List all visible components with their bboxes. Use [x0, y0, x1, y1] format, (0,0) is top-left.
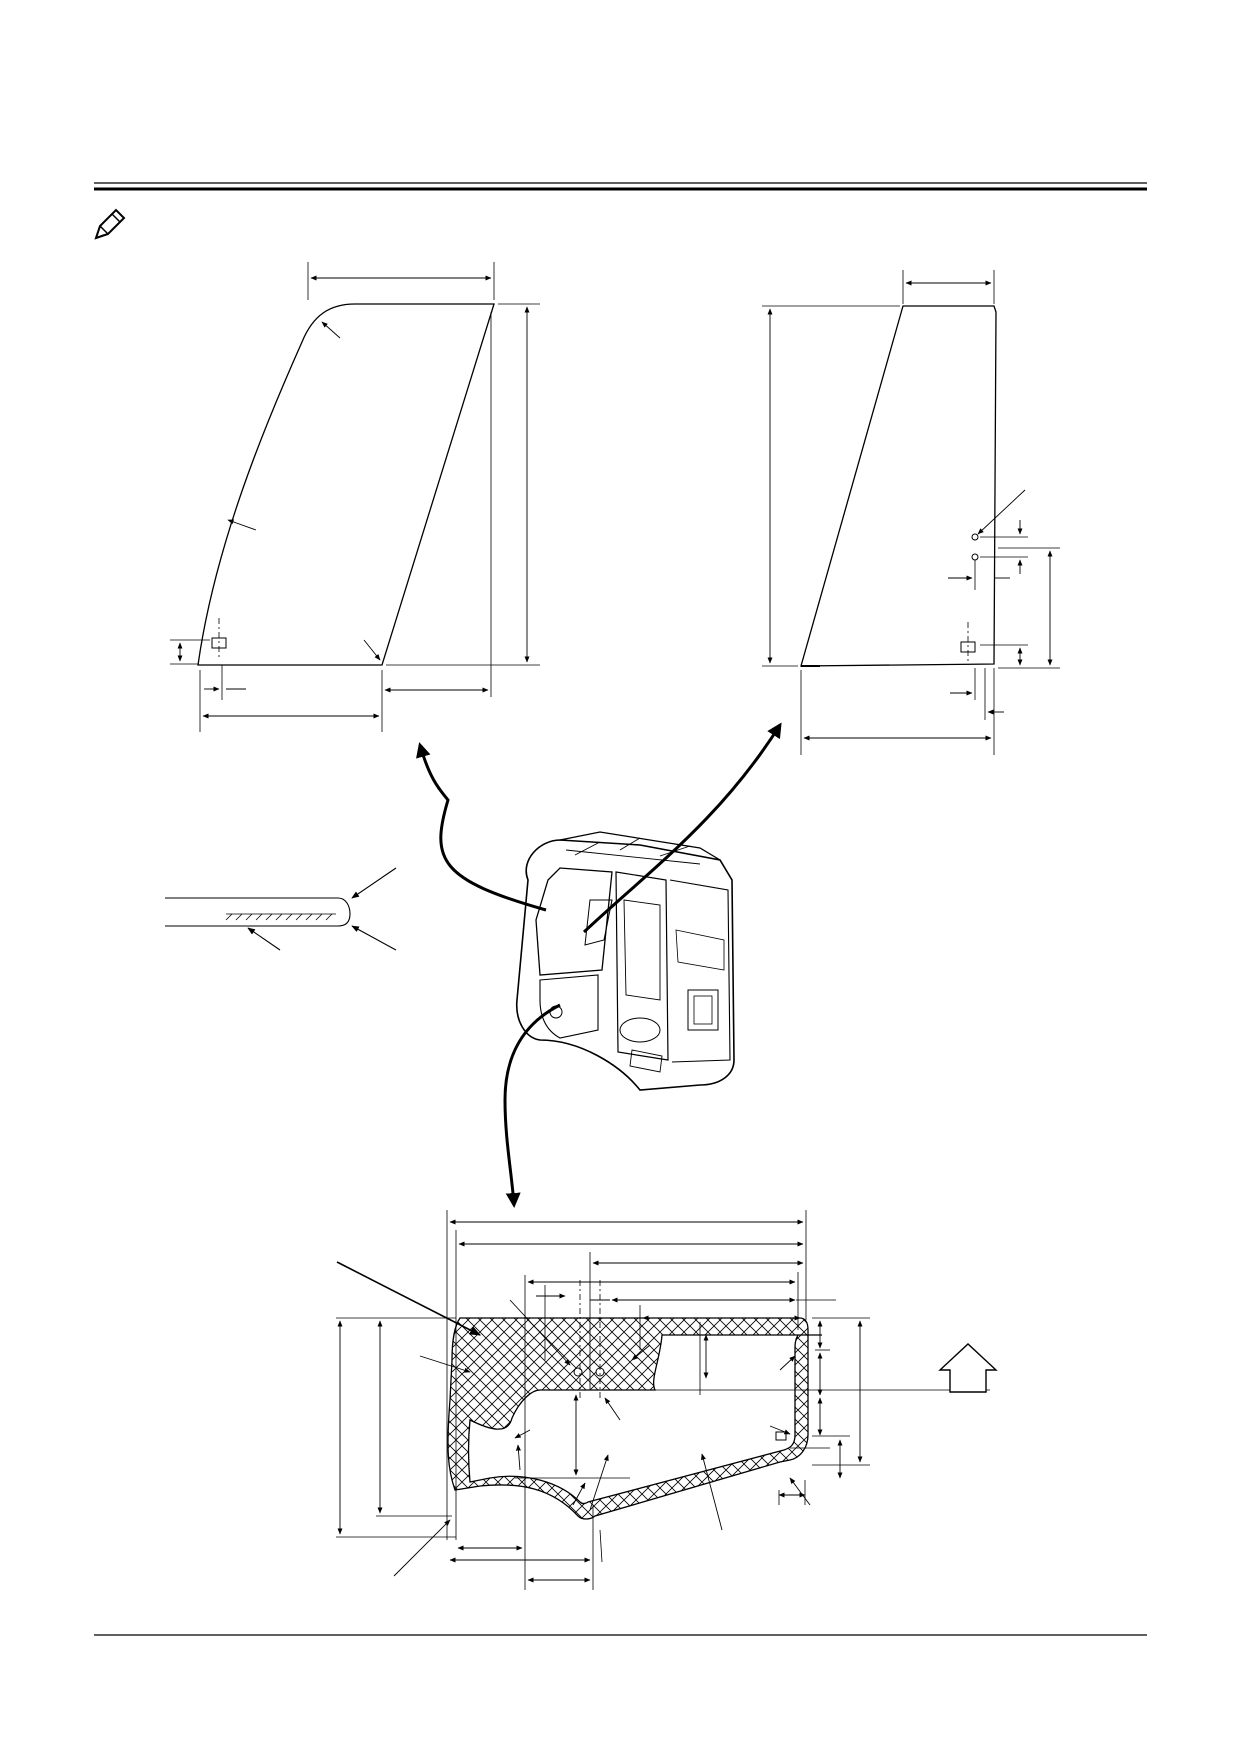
edge-section-detail [165, 867, 397, 951]
side-glass-hole-upper [971, 533, 979, 541]
header-rule [94, 182, 1147, 191]
cab-rear-section [669, 879, 731, 1063]
cab-roof [559, 831, 721, 861]
cab-body-outline [515, 839, 735, 1091]
leader-arrows [416, 722, 782, 1208]
side-glass-view [762, 270, 1060, 755]
cab-front-window [535, 867, 613, 976]
lower-glass-view [336, 1210, 998, 1590]
front-glass-outline [197, 303, 495, 666]
front-glass-view [170, 262, 540, 732]
cab-side-door [615, 871, 669, 1061]
cab-isometric-view [515, 831, 735, 1091]
up-direction-arrow-icon [938, 1343, 998, 1393]
arrow-to-lower-glass [503, 1003, 561, 1208]
side-glass-outline [800, 305, 997, 667]
cab-lower-front-window [539, 974, 599, 1039]
arrow-to-front-glass [416, 742, 547, 912]
pencil-note-icon [94, 208, 126, 240]
lower-glass-hatched-frame [447, 1317, 822, 1520]
side-glass-hole-lower [971, 553, 979, 561]
arrow-to-side-glass [582, 722, 782, 934]
